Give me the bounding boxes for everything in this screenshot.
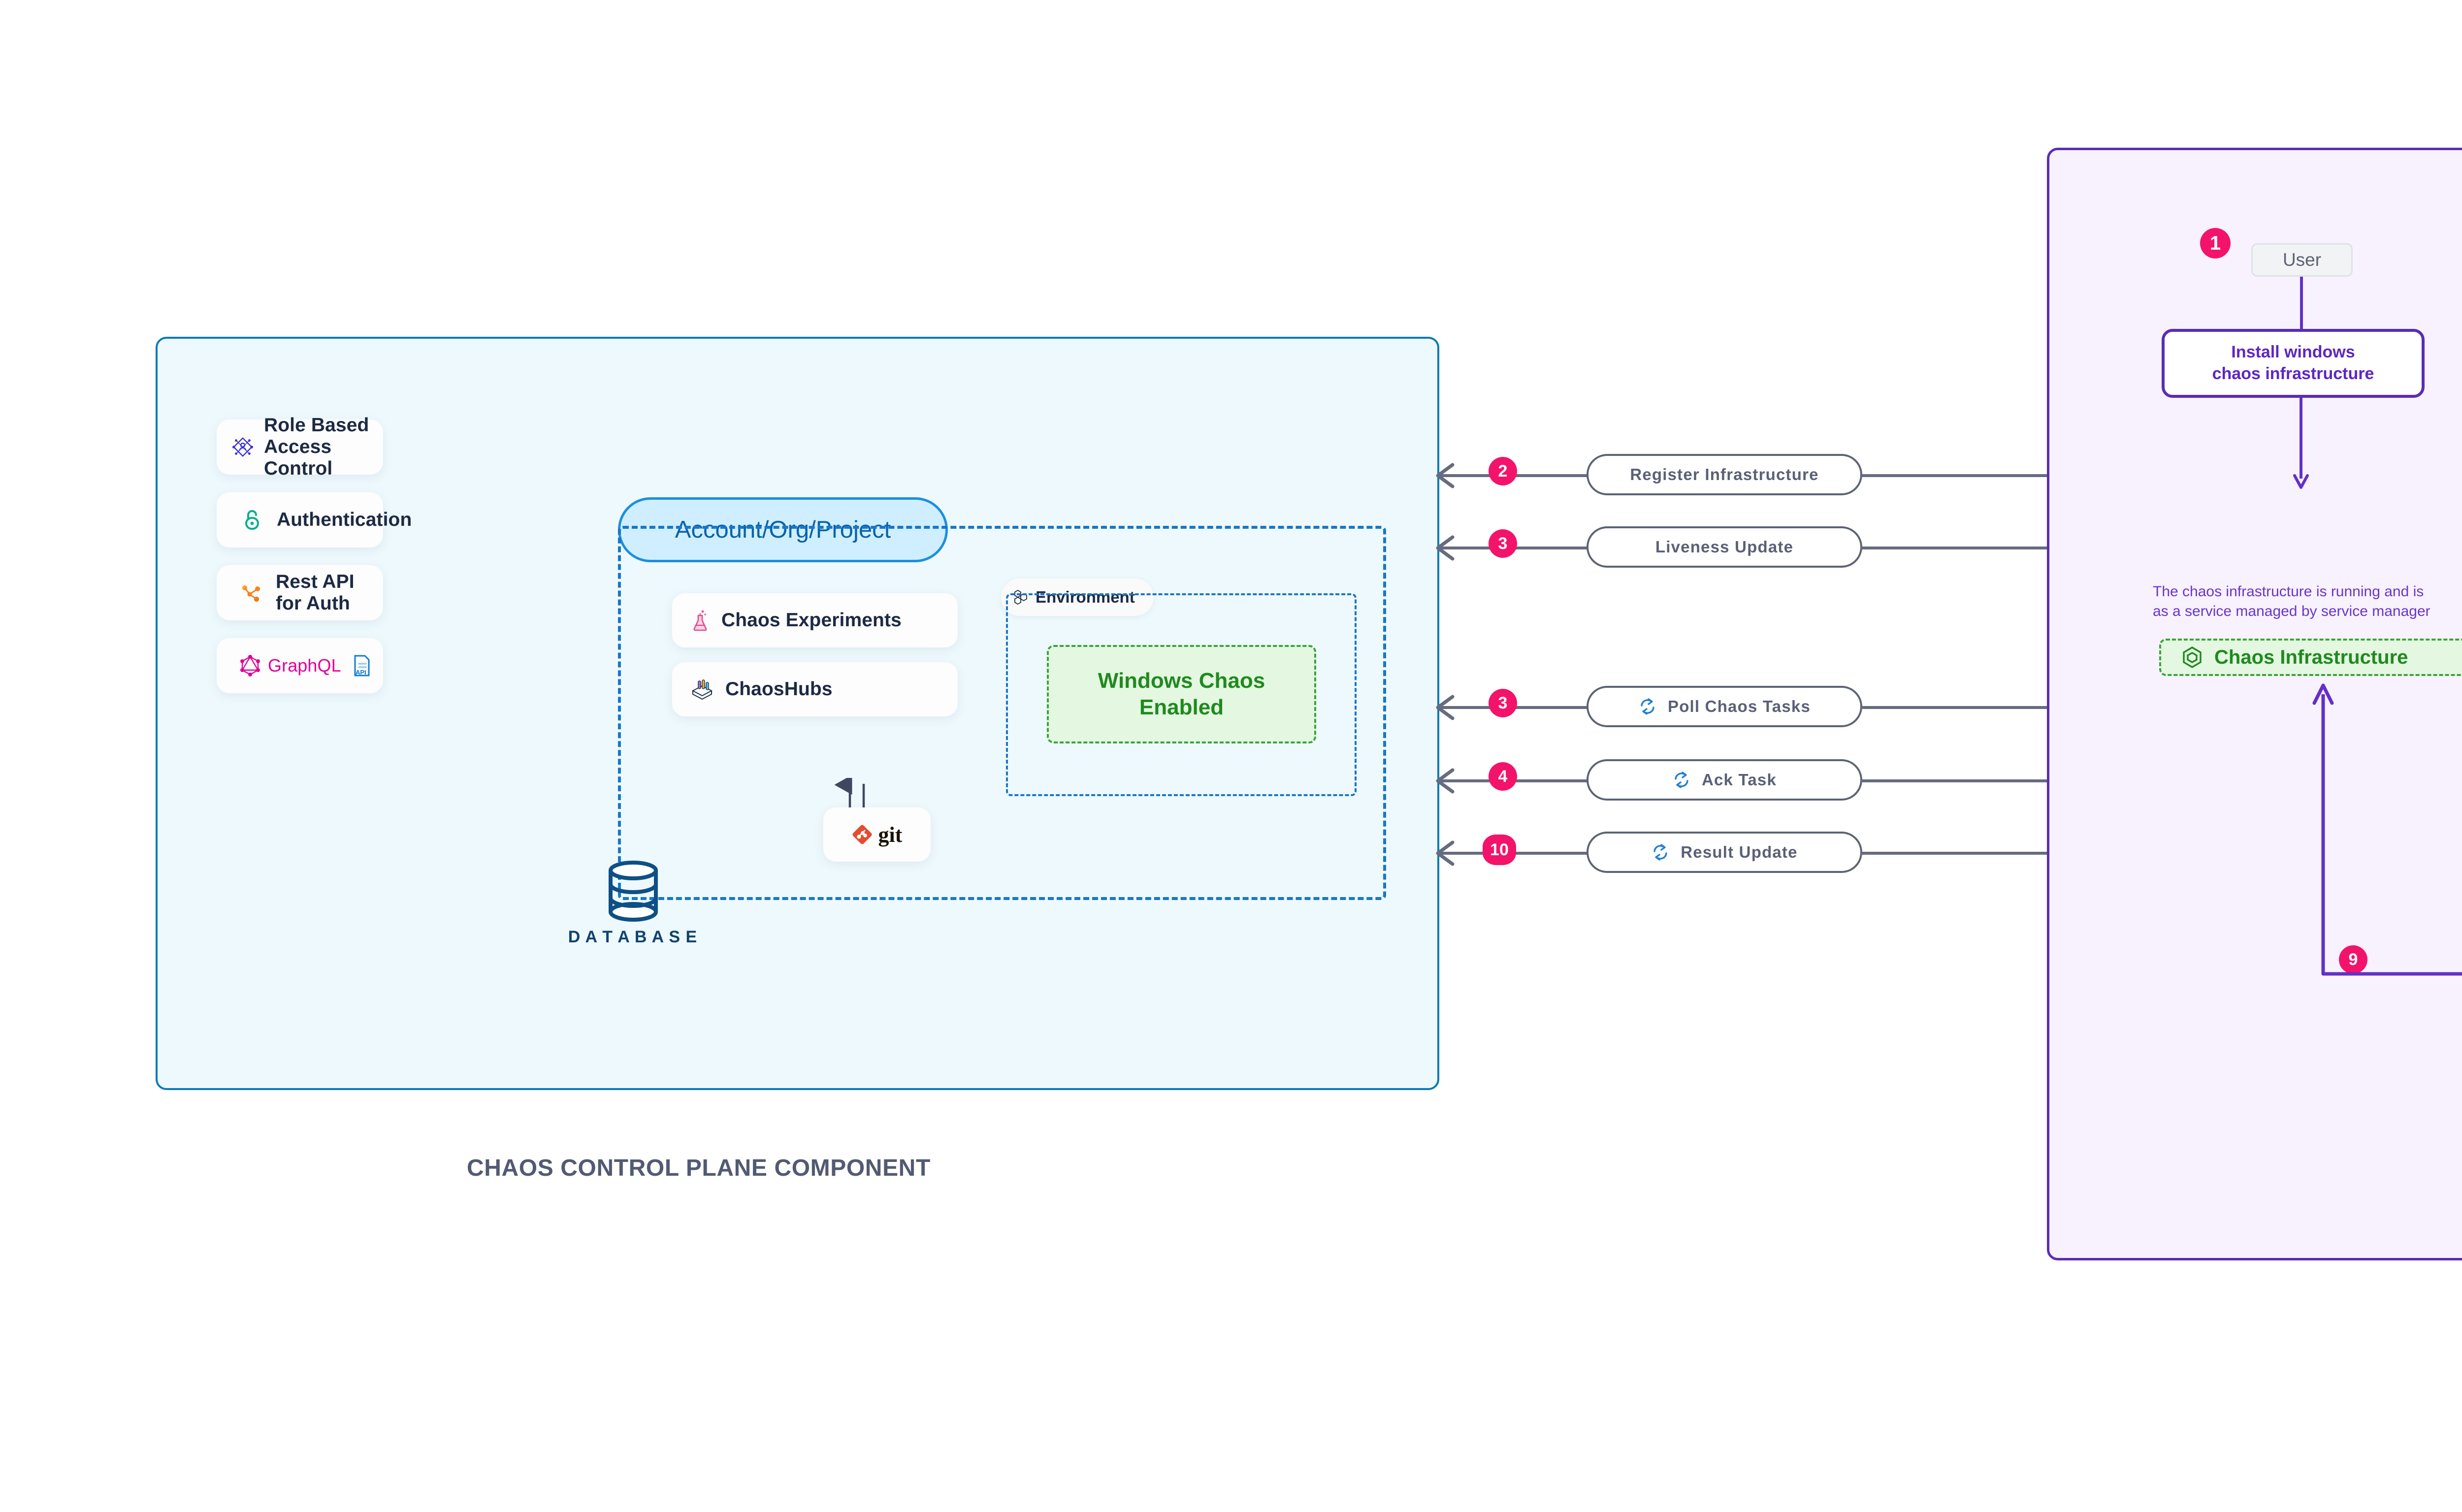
- database-cylinder-icon: [609, 861, 658, 922]
- step-badge-3-liveness: 3: [1489, 529, 1517, 558]
- sync-icon: [1651, 843, 1670, 862]
- connector-pill-poll-chaos-tasks[interactable]: Poll Chaos Tasks: [1587, 686, 1862, 727]
- windows-chaos-enabled-box: Windows Chaos Enabled: [1047, 645, 1316, 743]
- database-label: D A T A B A S E: [568, 928, 698, 946]
- arrow-left-ack: [1436, 768, 1455, 794]
- arrow-left-poll: [1436, 695, 1455, 720]
- chaos-infrastructure-box[interactable]: Chaos Infrastructure: [2159, 639, 2462, 676]
- connector-line-register-right: [1861, 474, 2048, 477]
- control-plane-caption: CHAOS CONTROL PLANE COMPONENT: [467, 1155, 931, 1181]
- connector-line-liveness-right: [1861, 547, 2048, 549]
- connector-line-result-left: [1438, 852, 1605, 855]
- card-chaos-experiments[interactable]: Chaos Experiments: [672, 593, 958, 647]
- connector-line-ack-right: [1861, 779, 2048, 782]
- step-badge-3-poll: 3: [1489, 689, 1517, 717]
- chaos-infra-note-line-1: The chaos infrastructure is running and …: [2153, 583, 2424, 600]
- step-badge-1: 1: [2200, 228, 2231, 258]
- step-badge-9: 9: [2339, 945, 2367, 974]
- connector-line-register-left: [1438, 474, 1605, 477]
- arrow-generate-to-chaos-infrastructure: [2312, 683, 2462, 976]
- rest-api-icon: [240, 582, 262, 604]
- card-label: GraphQL: [268, 655, 341, 676]
- install-line-2: chaos infrastructure: [2212, 364, 2374, 383]
- windows-chaos-line-2: Enabled: [1139, 695, 1224, 719]
- connector-line-poll-right: [1861, 706, 2048, 709]
- card-git[interactable]: git: [823, 807, 931, 862]
- git-label: git: [878, 822, 903, 847]
- sync-icon: [1638, 697, 1657, 716]
- arrow-left-liveness: [1436, 535, 1455, 561]
- flask-icon: [692, 609, 709, 632]
- step-badge-4: 4: [1489, 762, 1517, 791]
- connector-pill-result-update[interactable]: Result Update: [1587, 832, 1862, 873]
- install-windows-chaos-infrastructure-box[interactable]: Install windows chaos infrastructure: [2162, 329, 2425, 398]
- connector-label: Result Update: [1681, 843, 1798, 861]
- card-label: Authentication: [277, 509, 412, 530]
- connector-label: Poll Chaos Tasks: [1667, 697, 1811, 715]
- account-scope-dashed-box: [618, 526, 1386, 900]
- git-icon: [852, 824, 873, 845]
- environment-dashed-box: [1006, 593, 1357, 796]
- api-document-icon: API: [353, 654, 371, 677]
- rbac-icon: [231, 436, 254, 458]
- card-role-based-access-control[interactable]: Role Based Access Control: [217, 415, 383, 479]
- test-tube-rack-icon: [690, 678, 714, 701]
- account-pill-label: Account/Org/Project: [675, 516, 891, 543]
- card-label: Role Based Access Control: [264, 415, 369, 479]
- connector-pill-register-infrastructure[interactable]: Register Infrastructure: [1587, 454, 1862, 495]
- card-label: Rest API for Auth: [276, 571, 355, 614]
- card-chaoshubs[interactable]: ChaosHubs: [672, 662, 958, 716]
- sync-icon: [1672, 771, 1691, 789]
- card-graphql-api[interactable]: GraphQL API: [217, 638, 383, 693]
- step-badge-10: 10: [1483, 835, 1516, 865]
- environment-pill[interactable]: Environment: [1001, 579, 1154, 616]
- environment-label: Environment: [1036, 588, 1135, 606]
- connector-pill-ack-task[interactable]: Ack Task: [1587, 759, 1862, 801]
- chaos-infra-note: The chaos infrastructure is running and …: [2153, 582, 2462, 621]
- connector-line-ack-left: [1438, 779, 1605, 782]
- step-badge-2: 2: [1489, 457, 1517, 485]
- card-authentication[interactable]: Authentication: [217, 492, 412, 547]
- connector-line-result-right: [1861, 852, 2048, 855]
- arrow-left-register: [1436, 463, 1455, 488]
- connector-label: Liveness Update: [1655, 538, 1794, 556]
- line-user-to-install: [2300, 277, 2303, 330]
- connector-label: Ack Task: [1701, 771, 1777, 789]
- arrow-install-to-infra: [2293, 397, 2309, 489]
- graphql-icon: [239, 654, 261, 677]
- card-rest-api-for-auth[interactable]: Rest API for Auth: [217, 565, 383, 620]
- connector-pill-liveness-update[interactable]: Liveness Update: [1587, 526, 1862, 568]
- install-line-1: Install windows: [2231, 343, 2355, 362]
- svg-text:API: API: [356, 669, 366, 676]
- card-label: ChaosHubs: [725, 678, 833, 700]
- arrow-left-result: [1436, 840, 1455, 866]
- user-box[interactable]: User: [2251, 243, 2353, 277]
- hexagon-cluster-icon: [1014, 589, 1029, 605]
- chaos-infra-note-line-2: as a service managed by service manager: [2153, 603, 2430, 619]
- connector-label: Register Infrastructure: [1630, 465, 1819, 483]
- lock-icon: [242, 508, 262, 532]
- chaos-infrastructure-label: Chaos Infrastructure: [2214, 646, 2408, 668]
- connector-line-poll-left: [1438, 706, 1605, 709]
- windows-chaos-line-1: Windows Chaos: [1098, 669, 1265, 693]
- card-label: Chaos Experiments: [721, 610, 902, 631]
- hexagon-outline-icon: [2182, 646, 2203, 669]
- user-label: User: [2282, 250, 2322, 270]
- connector-line-liveness-left: [1438, 547, 1605, 549]
